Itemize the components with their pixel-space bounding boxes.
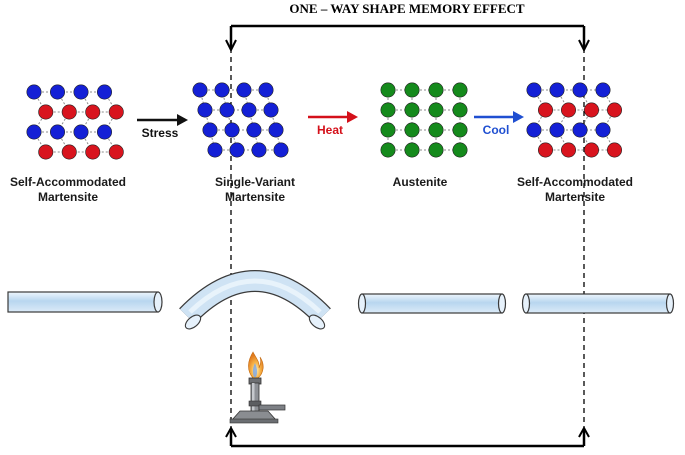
- atom: [526, 82, 542, 98]
- atom: [428, 142, 444, 158]
- lattice-austenite: [380, 82, 468, 158]
- atom: [452, 142, 468, 158]
- atom: [273, 142, 289, 158]
- atom: [26, 124, 42, 140]
- lattice-self-accommodated-1: [26, 84, 124, 160]
- atom: [380, 82, 396, 98]
- atom: [85, 144, 101, 160]
- straight-wire-2: [521, 293, 675, 314]
- atom: [606, 142, 622, 158]
- state-label-3-line1: Austenite: [393, 175, 448, 189]
- state-label-1-line2: Martensite: [38, 190, 98, 204]
- atom: [197, 102, 213, 118]
- atom: [583, 142, 599, 158]
- atom: [38, 144, 54, 160]
- cool-label: Cool: [483, 123, 510, 137]
- cycle-top-bracket: [225, 24, 590, 53]
- lattice-self-accommodated-2: [526, 82, 622, 158]
- atom: [595, 82, 611, 98]
- atom: [537, 142, 553, 158]
- atom: [263, 102, 279, 118]
- atom: [380, 102, 396, 118]
- atom: [251, 142, 267, 158]
- bunsen-burner-icon: [229, 351, 286, 424]
- atom: [268, 122, 284, 138]
- atom: [549, 122, 565, 138]
- atom: [404, 102, 420, 118]
- atom: [560, 142, 576, 158]
- bent-wire: [179, 270, 331, 330]
- atom: [606, 102, 622, 118]
- straight-wire-austenite: [357, 293, 507, 314]
- atom: [404, 142, 420, 158]
- atom: [428, 82, 444, 98]
- stress-arrow: Stress: [137, 114, 188, 140]
- atom: [49, 124, 65, 140]
- heat-arrow: Heat: [308, 111, 358, 137]
- straight-wire-1: [7, 291, 163, 313]
- atom: [202, 122, 218, 138]
- atom: [236, 82, 252, 98]
- atom: [207, 142, 223, 158]
- atom: [241, 102, 257, 118]
- atom: [38, 104, 54, 120]
- atom: [537, 102, 553, 118]
- atom: [26, 84, 42, 100]
- atom: [452, 122, 468, 138]
- atom: [61, 104, 77, 120]
- atom: [108, 144, 124, 160]
- atom: [85, 104, 101, 120]
- atom: [380, 122, 396, 138]
- state-label-2-line2: Martensite: [225, 190, 285, 204]
- stress-label: Stress: [142, 126, 179, 140]
- state-label-2-line1: Single-Variant: [215, 175, 295, 189]
- atom: [560, 102, 576, 118]
- atom: [583, 102, 599, 118]
- atom: [97, 84, 113, 100]
- state-label-4-line1: Self-Accommodated: [517, 175, 633, 189]
- heat-label: Heat: [317, 123, 343, 137]
- atom: [258, 82, 274, 98]
- atom: [428, 102, 444, 118]
- state-label-1-line1: Self-Accommodated: [10, 175, 126, 189]
- atom: [73, 124, 89, 140]
- atom: [572, 122, 588, 138]
- atom: [549, 82, 565, 98]
- atom: [219, 102, 235, 118]
- state-label-4-line2: Martensite: [545, 190, 605, 204]
- atom: [97, 124, 113, 140]
- atom: [452, 102, 468, 118]
- cycle-bottom-bracket: [225, 425, 590, 448]
- atom: [49, 84, 65, 100]
- atom: [428, 122, 444, 138]
- atom: [73, 84, 89, 100]
- atom: [380, 142, 396, 158]
- atom: [595, 122, 611, 138]
- atom: [61, 144, 77, 160]
- diagram-title: ONE – WAY SHAPE MEMORY EFFECT: [289, 1, 524, 16]
- atom: [404, 122, 420, 138]
- atom: [452, 82, 468, 98]
- cool-arrow: Cool: [474, 111, 524, 137]
- lattice-single-variant: [192, 82, 289, 158]
- atom: [404, 82, 420, 98]
- atom: [108, 104, 124, 120]
- atom: [229, 142, 245, 158]
- atom: [214, 82, 230, 98]
- atom: [526, 122, 542, 138]
- atom: [246, 122, 262, 138]
- atom: [224, 122, 240, 138]
- atom: [192, 82, 208, 98]
- atom: [572, 82, 588, 98]
